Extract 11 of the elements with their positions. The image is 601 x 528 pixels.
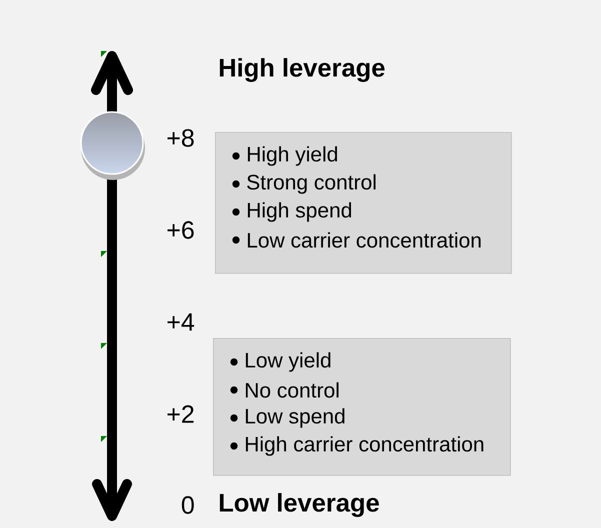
list-item: Low yield <box>246 352 330 372</box>
scale-value: +4 <box>168 313 194 331</box>
list-item: High carrier concentration <box>246 436 484 456</box>
scale-value: 0 <box>182 496 194 514</box>
list-item: Low spend <box>246 408 344 428</box>
list-item: Low carrier concentration <box>248 232 481 248</box>
list-item: High yield <box>248 146 338 166</box>
list-item: High spend <box>248 202 352 222</box>
scale-end-label: High leverage <box>220 58 385 82</box>
list-item: Strong control <box>247 174 376 194</box>
list-item: No control <box>246 382 338 398</box>
